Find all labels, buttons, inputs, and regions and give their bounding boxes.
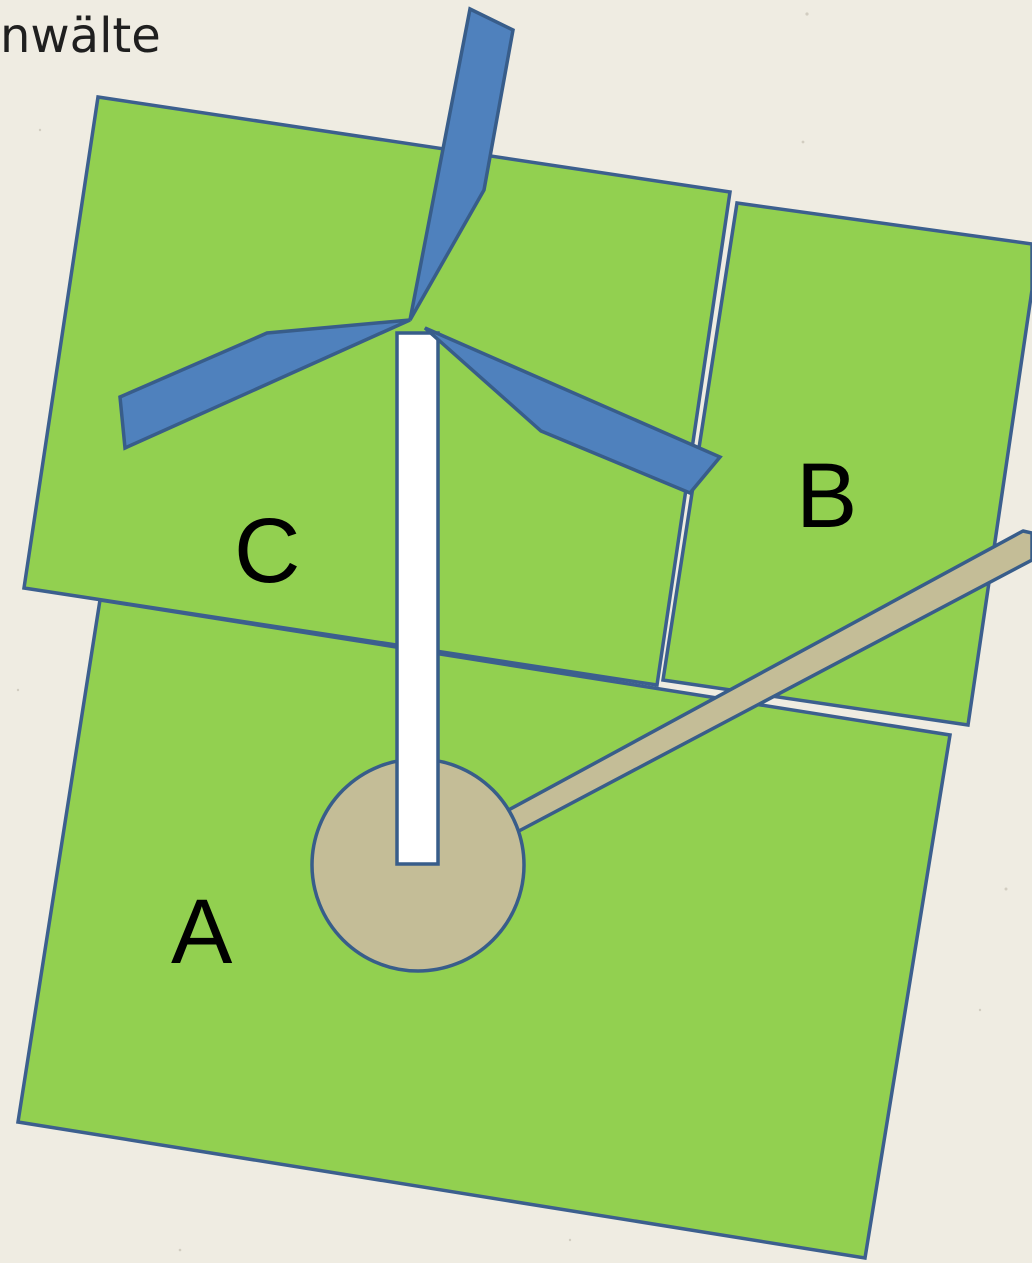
- turbine-blade-left: [118, 318, 411, 451]
- parcel-b-label: B: [796, 445, 857, 547]
- parcel-c-label: C: [234, 500, 300, 602]
- turbine-blade-top: [408, 6, 515, 321]
- parcel-c: [22, 95, 732, 687]
- parcel-a-label: A: [171, 881, 233, 983]
- paper-texture: [16, 12, 1008, 1252]
- turbine-tower: [395, 331, 440, 866]
- slide-title-fragment: nwälte: [0, 8, 161, 64]
- turbine-blade-right: [423, 326, 723, 496]
